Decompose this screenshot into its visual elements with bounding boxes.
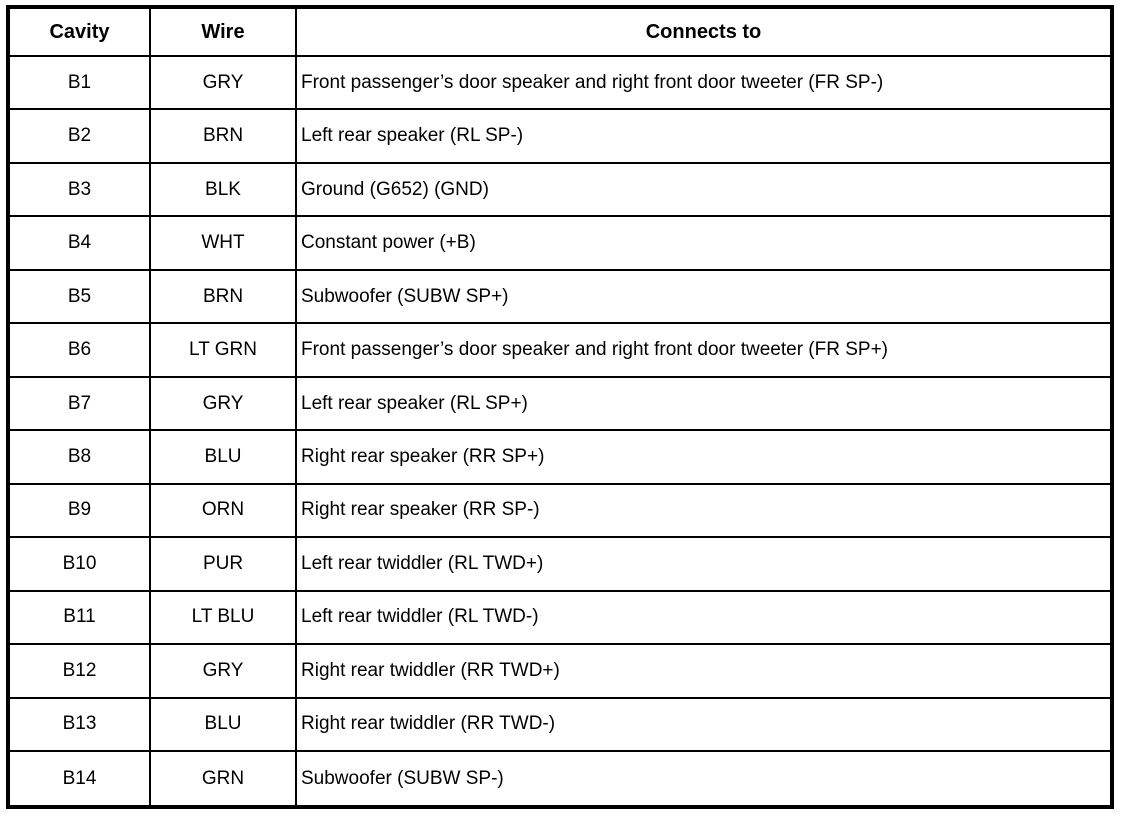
wire-cell: GRY [149, 54, 297, 111]
column-header-cavity: Cavity [7, 6, 151, 57]
wire-cell: WHT [149, 215, 297, 271]
wire-cell: LT BLU [149, 589, 297, 646]
connects-cell: Subwoofer (SUBW SP-) [295, 750, 1113, 808]
connects-cell: Left rear twiddler (RL TWD-) [295, 589, 1113, 646]
connects-cell: Ground (G652) (GND) [295, 161, 1113, 218]
cavity-cell: B7 [7, 375, 151, 432]
wire-cell: BRN [149, 268, 297, 325]
cavity-cell: B12 [7, 643, 151, 699]
cavity-cell: B10 [7, 536, 151, 592]
cavity-cell: B11 [7, 589, 151, 646]
connects-cell: Right rear twiddler (RR TWD+) [295, 643, 1113, 699]
connects-cell: Right rear speaker (RR SP+) [295, 429, 1113, 485]
cavity-cell: B14 [7, 750, 151, 808]
connects-cell: Left rear speaker (RL SP+) [295, 375, 1113, 432]
connects-cell: Right rear twiddler (RR TWD-) [295, 696, 1113, 753]
column-header-wire: Wire [149, 6, 297, 57]
wire-cell: BLU [149, 696, 297, 753]
connects-cell: Right rear speaker (RR SP-) [295, 482, 1113, 539]
column-header-connects-to: Connects to [295, 6, 1113, 57]
wire-cell: BRN [149, 108, 297, 164]
cavity-cell: B6 [7, 322, 151, 378]
wire-cell: GRY [149, 375, 297, 432]
wire-cell: GRY [149, 643, 297, 699]
wire-cell: ORN [149, 482, 297, 539]
cavity-cell: B1 [7, 54, 151, 111]
cavity-cell: B13 [7, 696, 151, 753]
connects-cell: Constant power (+B) [295, 215, 1113, 271]
connects-cell: Left rear twiddler (RL TWD+) [295, 536, 1113, 592]
connects-cell: Subwoofer (SUBW SP+) [295, 268, 1113, 325]
cavity-cell: B3 [7, 161, 151, 218]
wire-cell: BLK [149, 161, 297, 218]
cavity-cell: B2 [7, 108, 151, 164]
connects-cell: Left rear speaker (RL SP-) [295, 108, 1113, 164]
cavity-cell: B5 [7, 268, 151, 325]
wire-cell: BLU [149, 429, 297, 485]
cavity-cell: B9 [7, 482, 151, 539]
wire-cell: PUR [149, 536, 297, 592]
connects-cell: Front passenger’s door speaker and right… [295, 322, 1113, 378]
cavity-cell: B4 [7, 215, 151, 271]
table-header-row: Cavity Wire Connects to [7, 6, 1113, 57]
connects-cell: Front passenger’s door speaker and right… [295, 54, 1113, 111]
wire-cell: GRN [149, 750, 297, 808]
wire-cell: LT GRN [149, 322, 297, 378]
cavity-cell: B8 [7, 429, 151, 485]
